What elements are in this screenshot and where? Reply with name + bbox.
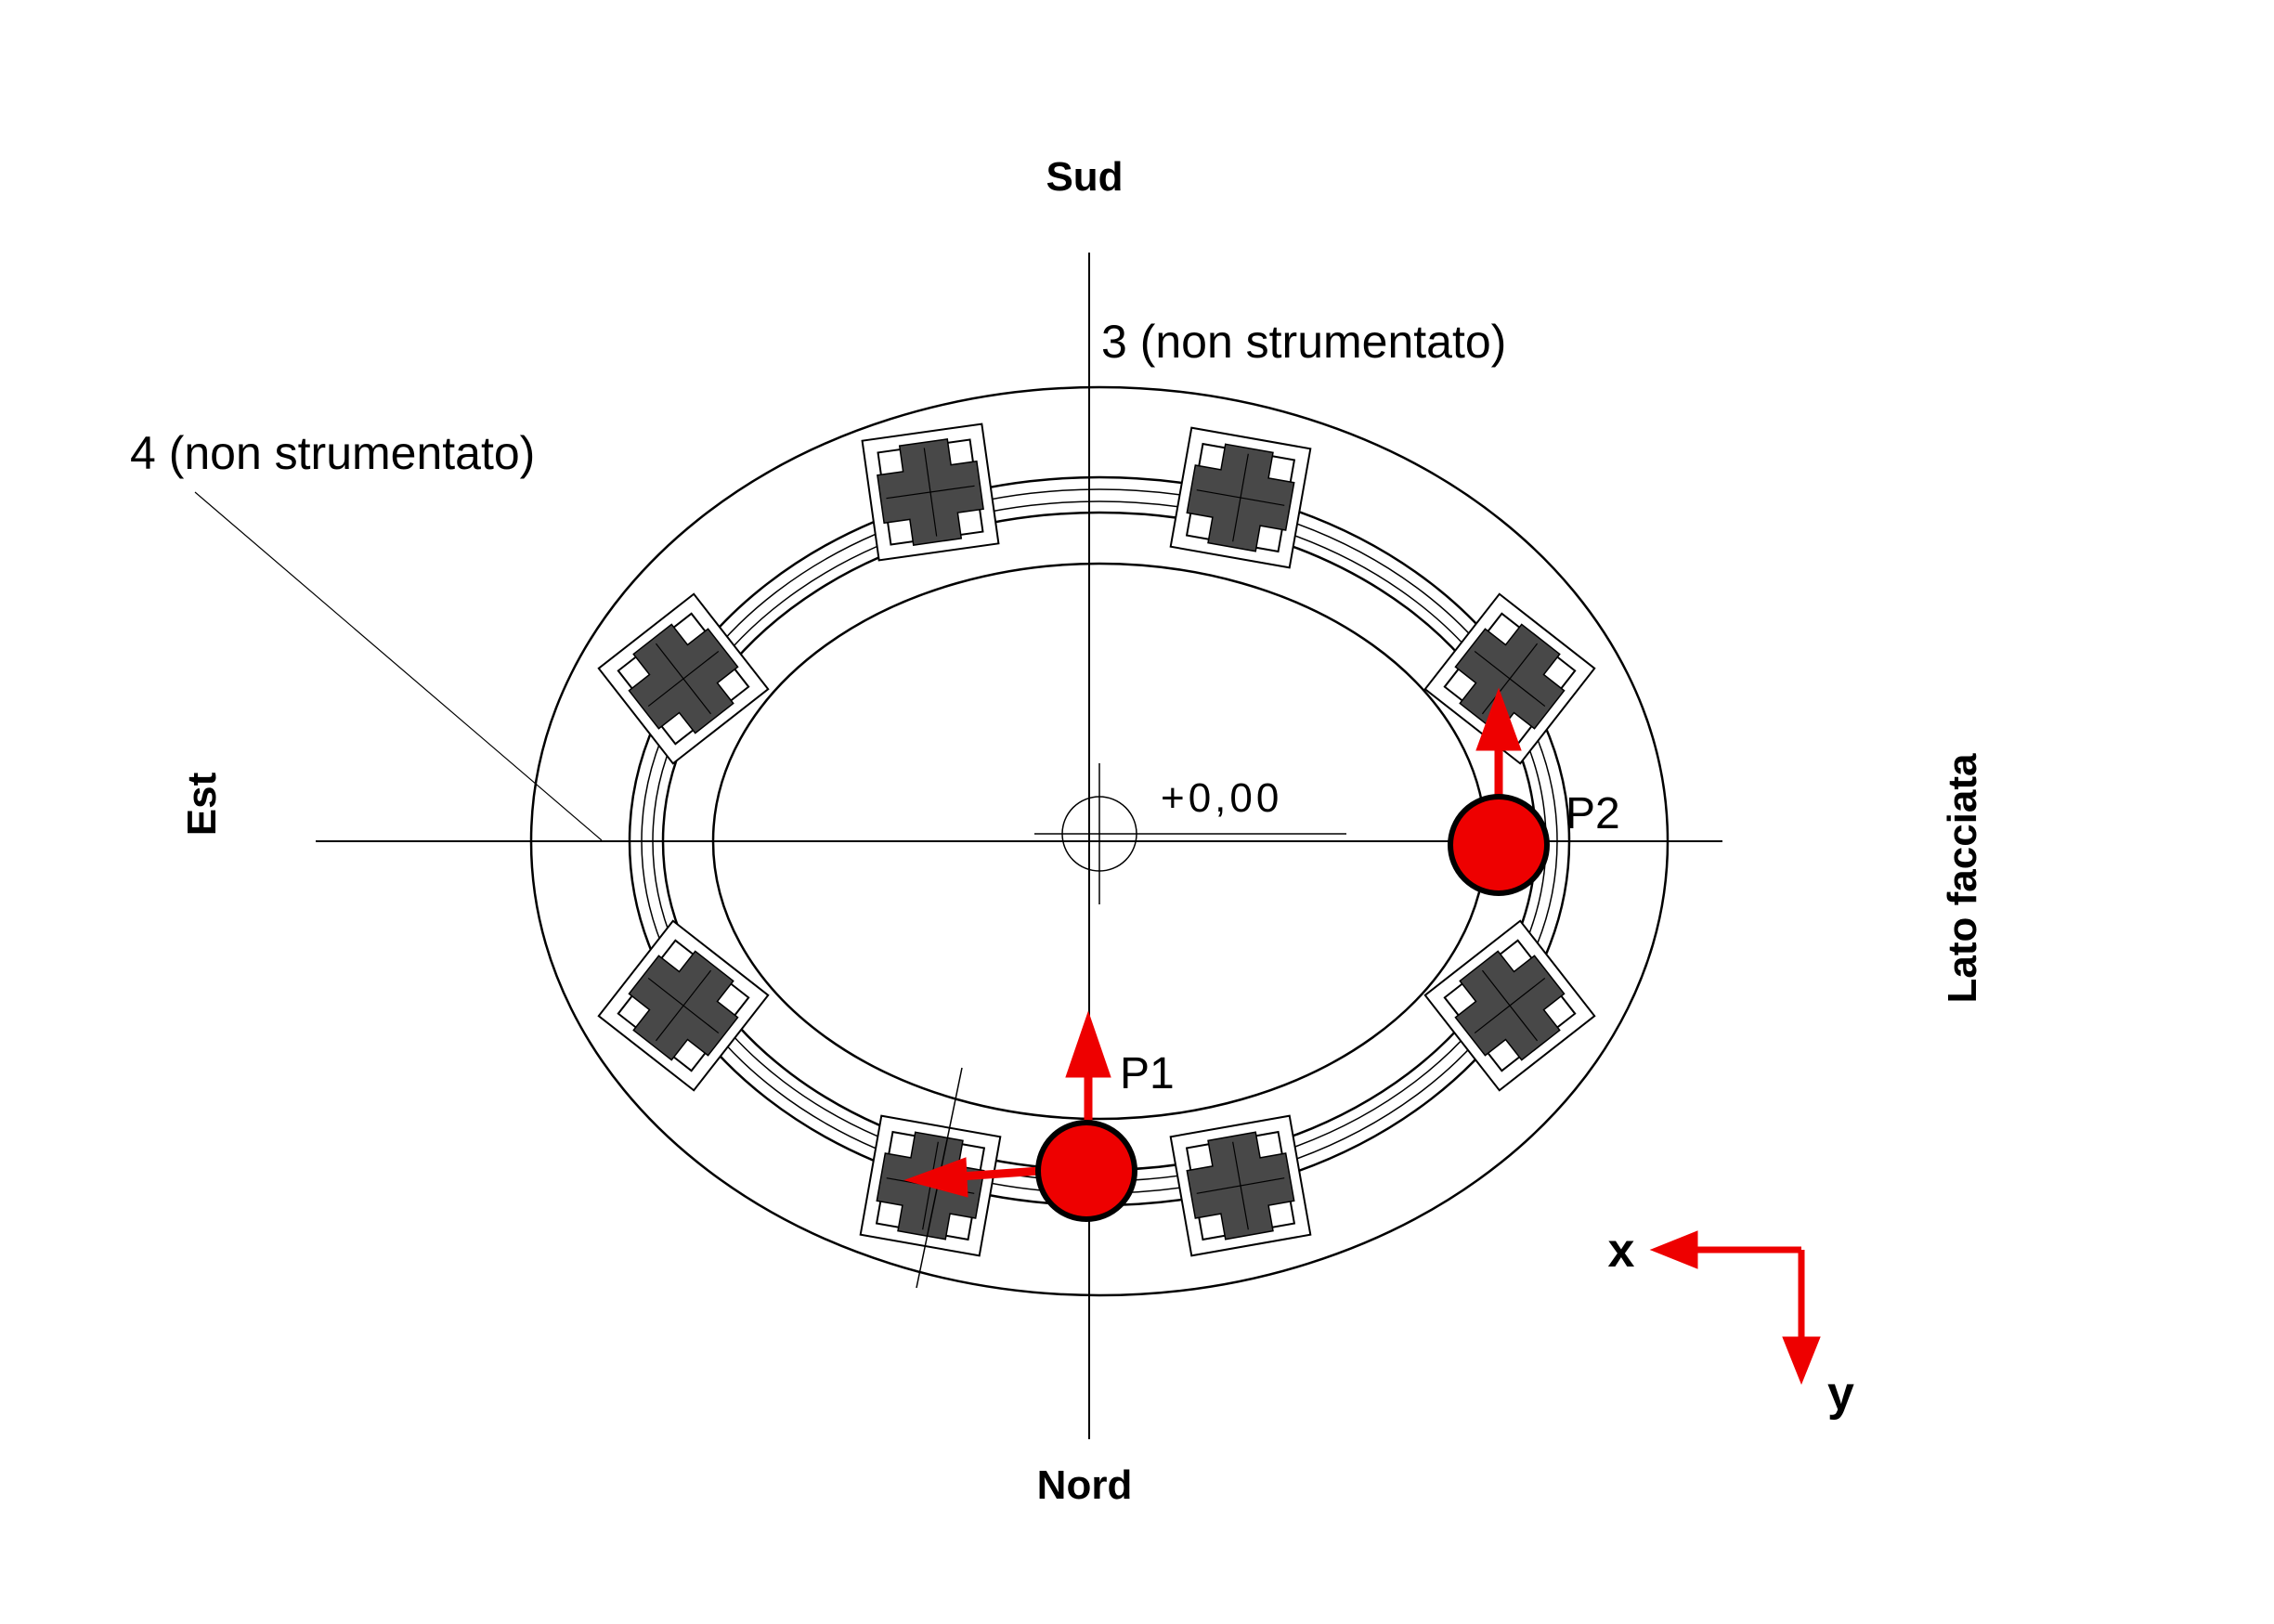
sensor-p2-label: P2 bbox=[1566, 789, 1620, 838]
column-east-upper bbox=[597, 592, 770, 765]
coordinate-system: x y bbox=[1608, 1224, 1854, 1421]
column-north-east bbox=[1169, 426, 1312, 569]
column-south-east bbox=[1169, 1114, 1312, 1257]
sensor-p1-marker bbox=[1035, 1120, 1137, 1222]
callout-column-3: 3 (non strumentato) bbox=[1101, 316, 1506, 368]
x-axis-arrow-head bbox=[1649, 1230, 1698, 1269]
p1-arrow-up-head bbox=[1065, 1010, 1111, 1078]
column-north-west bbox=[861, 422, 1000, 562]
sensor-p2: P2 bbox=[1448, 687, 1620, 896]
column-west-lower bbox=[1423, 919, 1596, 1092]
label-north: Nord bbox=[1037, 1462, 1133, 1508]
column-east-lower bbox=[597, 919, 770, 1092]
level-label: +0,00 bbox=[1161, 775, 1282, 821]
callout-4-leader bbox=[194, 491, 603, 841]
label-facade: Lato facciata bbox=[1940, 753, 1985, 1004]
sensor-p1: P1 bbox=[903, 1010, 1175, 1222]
x-axis-label: x bbox=[1608, 1224, 1635, 1278]
level-marker: +0,00 bbox=[1034, 763, 1346, 904]
outer-ellipse bbox=[529, 385, 1670, 1297]
callout-column-4: 4 (non strumentato) bbox=[130, 427, 535, 479]
label-south: Sud bbox=[1046, 154, 1123, 200]
label-east: Est bbox=[179, 772, 225, 836]
y-axis-label: y bbox=[1827, 1367, 1854, 1421]
columns bbox=[597, 422, 1596, 1257]
y-axis-arrow-head bbox=[1782, 1336, 1821, 1385]
sensor-p1-label: P1 bbox=[1120, 1049, 1175, 1098]
sensor-p2-marker bbox=[1448, 794, 1550, 896]
column-west-upper bbox=[1423, 592, 1596, 765]
p1-arrow-left-head bbox=[903, 1157, 968, 1198]
p2-arrow-up-head bbox=[1475, 687, 1522, 751]
